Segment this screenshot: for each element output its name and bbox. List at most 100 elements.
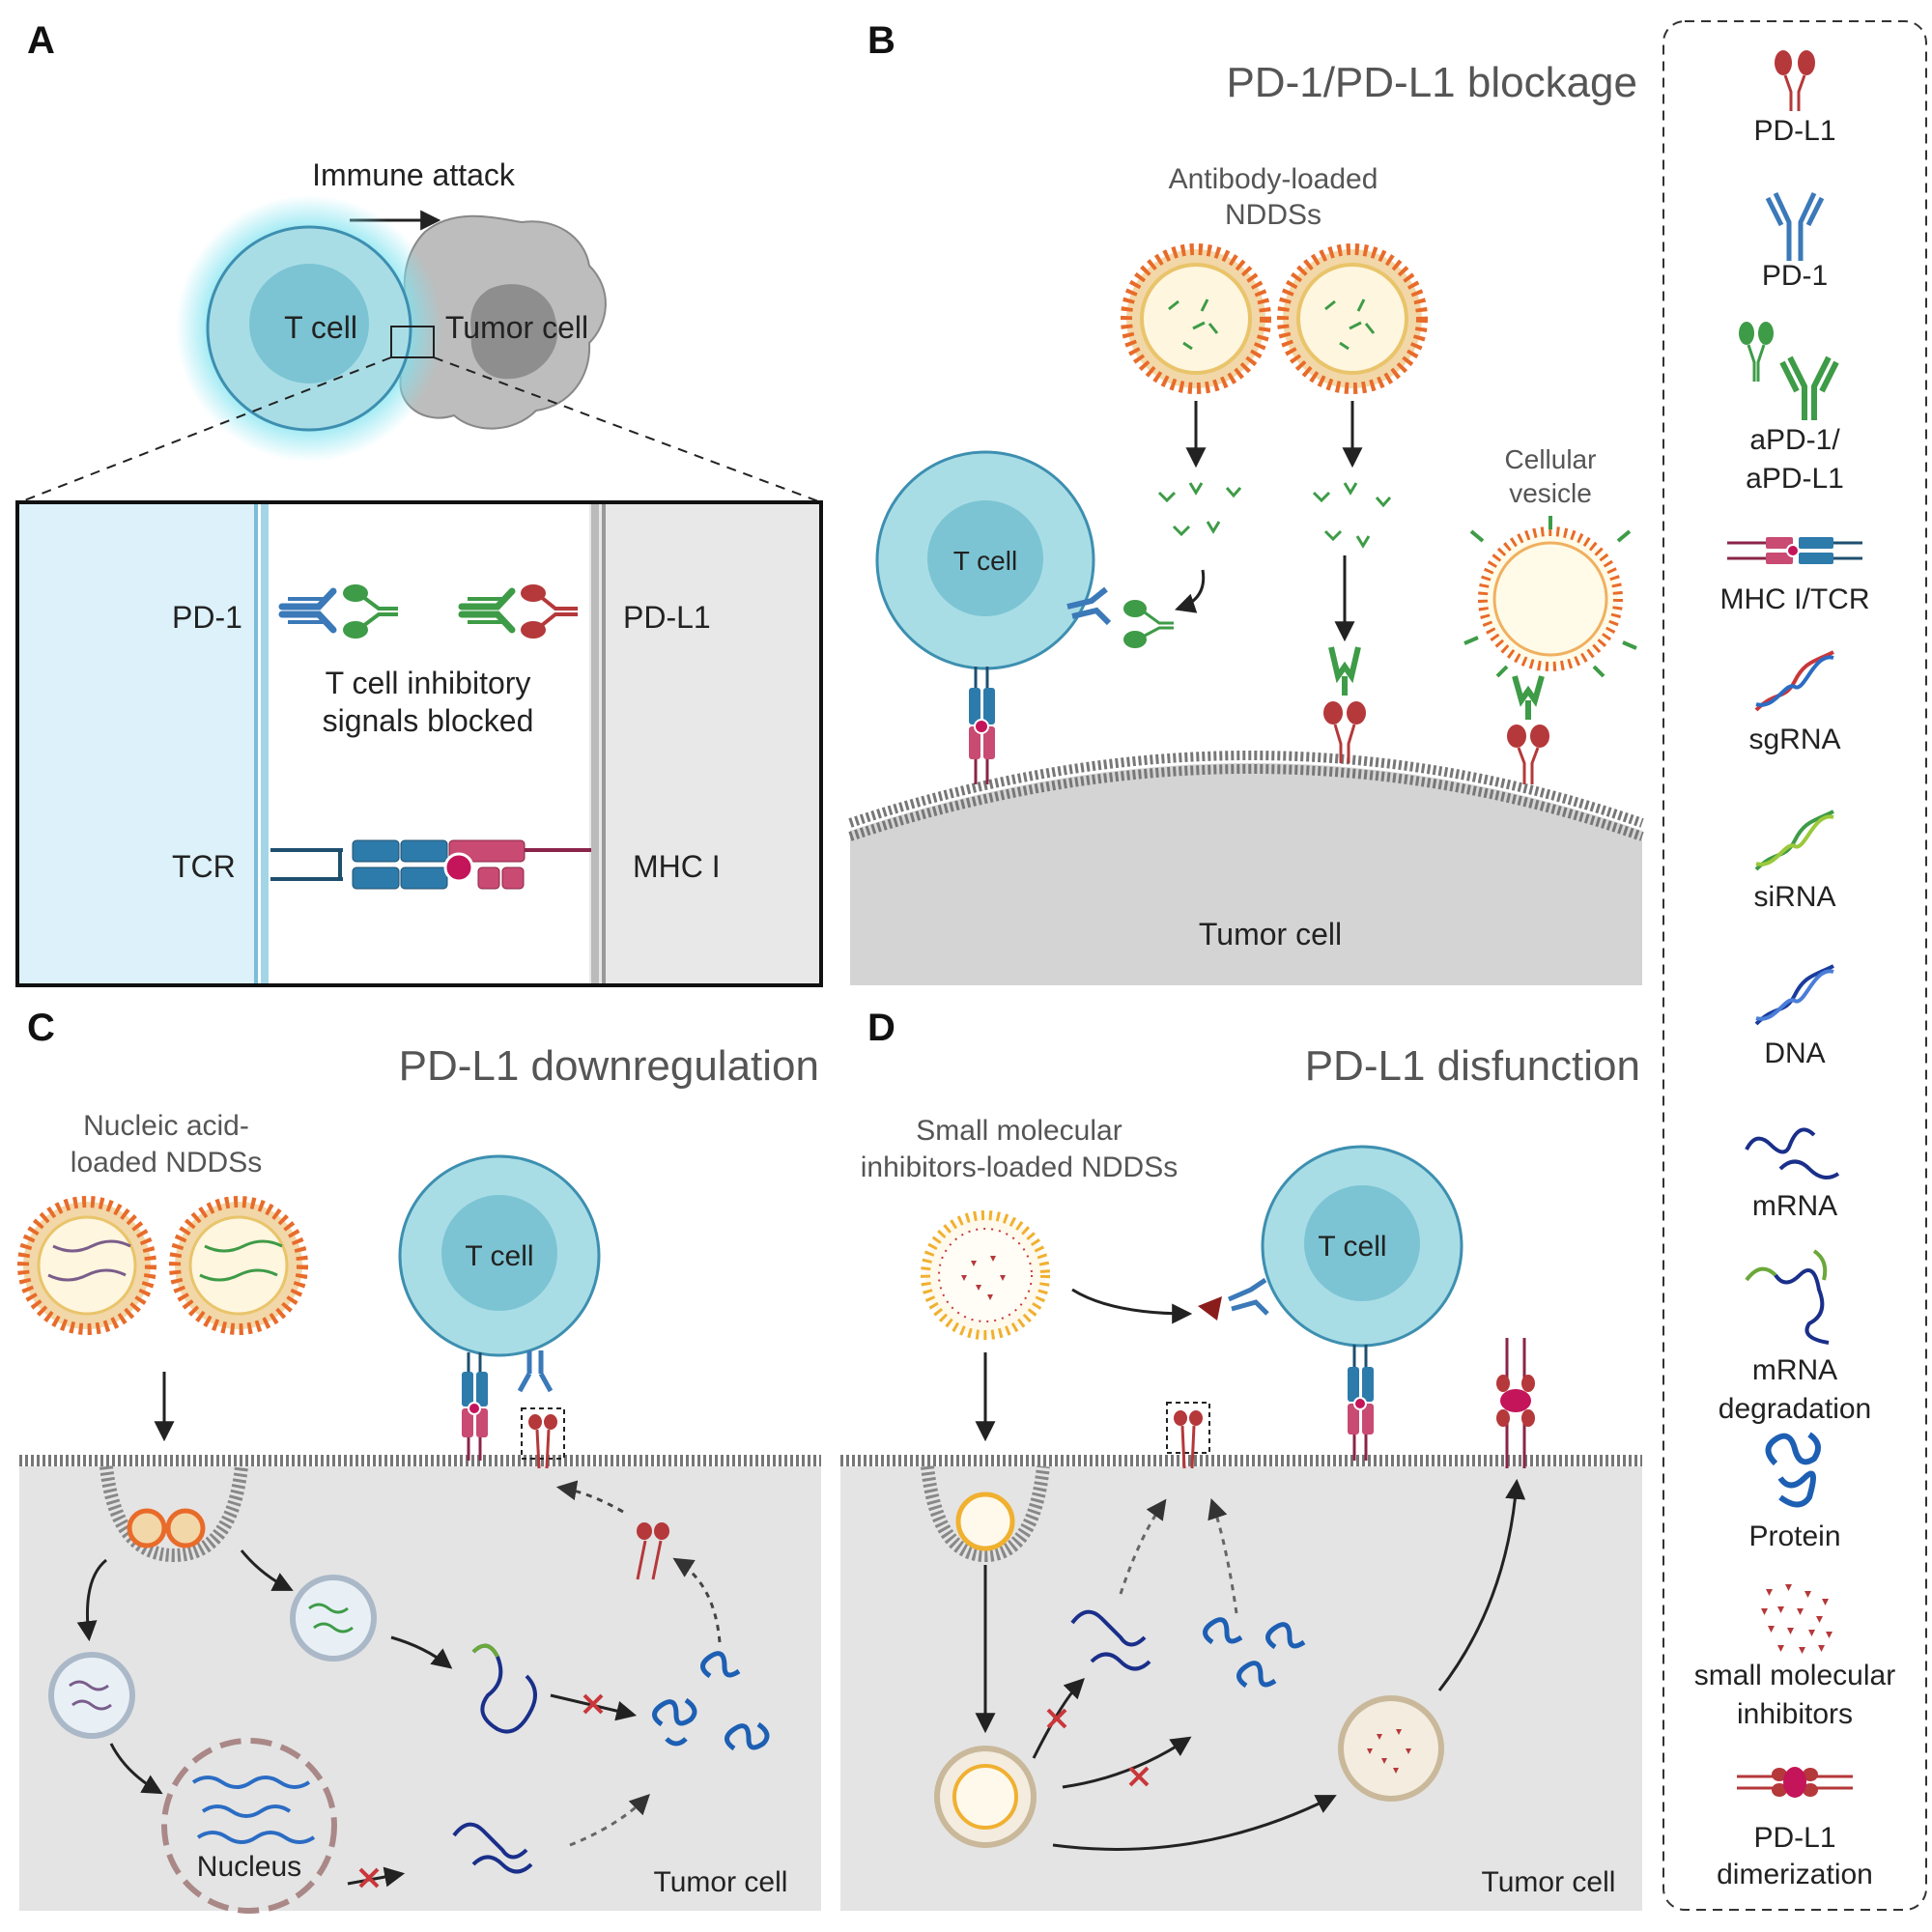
cross-d-1 <box>1046 1708 1067 1729</box>
panel-b-tumor-label: Tumor cell <box>1199 917 1342 952</box>
mrna-degradation-icon <box>1745 1249 1830 1345</box>
legend-label: MHC I/TCR <box>1720 583 1870 615</box>
legend-label: dimerization <box>1717 1859 1873 1890</box>
legend-item: siRNA <box>1753 810 1836 913</box>
tcell-d-nucleus <box>1304 1185 1420 1301</box>
empty-pdl1-box-d <box>1166 1402 1210 1454</box>
legend-label: DNA <box>1764 1037 1825 1069</box>
inset-tumor-side <box>589 502 821 985</box>
zoom-line-right <box>433 356 822 503</box>
panel-b-pdl1-apdl1 <box>1323 646 1366 763</box>
legend-frame <box>1662 20 1927 1911</box>
arrow-to-tcell-pd1 <box>1175 569 1206 613</box>
panel-b-title: PD-1/PD-L1 blockage <box>1226 59 1637 106</box>
dna-icon <box>1754 964 1834 1026</box>
mrna-icon <box>1745 1127 1840 1179</box>
tcell-c-nucleus <box>441 1195 557 1311</box>
endosome-sgrna <box>48 1652 135 1739</box>
endosome-sirna <box>290 1575 377 1662</box>
zoom-box <box>390 326 435 358</box>
blocked-line1: T cell inhibitory <box>326 666 531 700</box>
panel-b-np-label-1: Antibody-loaded <box>1169 163 1378 195</box>
legend-label: aPD-1/ <box>1749 424 1840 456</box>
sirna-icon <box>1754 810 1834 871</box>
panel-c-letter: C <box>27 1007 55 1049</box>
panel-d-np-label-1: Small molecular <box>916 1115 1122 1147</box>
panel-a-letter: A <box>27 19 55 62</box>
tcr-mhc-complex <box>270 839 591 890</box>
tumor-membrane <box>591 502 599 985</box>
nucleus-label: Nucleus <box>197 1851 301 1883</box>
cellular-vesicle <box>1463 516 1637 678</box>
arrow-to-pd1-d <box>1071 1288 1193 1324</box>
small-molecule-icon <box>1761 1584 1833 1654</box>
pdl1-dimer-surface <box>1496 1338 1535 1468</box>
nucleic-np-2 <box>169 1196 308 1335</box>
panel-b-tcr-mhc <box>969 667 995 784</box>
panel-c-tcr-mhc <box>462 1352 488 1461</box>
panel-d: D PD-L1 disfunction Small molecular inhi… <box>840 1007 1642 1911</box>
tumor-nucleus <box>470 284 558 380</box>
legend-item: DNA <box>1754 964 1834 1069</box>
legend-label: Protein <box>1748 1520 1840 1552</box>
protein-icon <box>1765 1432 1821 1508</box>
pd1-apd1-complex <box>278 584 398 639</box>
legend-item: Protein <box>1748 1432 1841 1552</box>
pdl1-icon <box>1775 50 1815 111</box>
mrna-c <box>452 1822 528 1860</box>
pd1-inset-label: PD-1 <box>172 600 242 635</box>
tcell-d-label: T cell <box>1318 1231 1386 1263</box>
legend-item: PD-1 <box>1762 191 1828 292</box>
inset-tcell-side <box>17 502 254 985</box>
panel-b-np-label-2: NDDSs <box>1225 199 1321 231</box>
cross-translation <box>582 1693 604 1715</box>
empty-pdl1-box-c <box>521 1407 565 1460</box>
legend-item: mRNA degradation <box>1719 1249 1871 1425</box>
panel-c-pd1 <box>517 1350 554 1393</box>
legend-item: sgRNA <box>1748 650 1841 755</box>
panel-b: B PD-1/PD-L1 blockage Antibody-loaded ND… <box>848 19 1644 985</box>
legend-item: PD-L1 <box>1753 50 1836 147</box>
panel-c-title: PD-L1 downregulation <box>399 1042 819 1090</box>
legend-label: PD-1 <box>1762 260 1828 292</box>
legend-label: inhibitors <box>1737 1698 1853 1730</box>
cross-transcription <box>358 1867 380 1889</box>
legend-label: PD-L1 <box>1753 115 1835 147</box>
endocytosis-pit-c <box>99 1465 248 1563</box>
pdl1-internal-c <box>636 1522 669 1580</box>
legend-item: aPD-1/aPD-L1 <box>1739 322 1844 495</box>
sgrna-icon <box>1754 650 1834 712</box>
panel-b-tumor-body <box>850 763 1642 985</box>
tcell-a-label: T cell <box>284 310 357 345</box>
zoom-inset: PD-1 PD-L1 T cell inhibitory signals blo… <box>15 500 823 987</box>
tumor-cell-a-label: Tumor cell <box>445 310 588 345</box>
panel-d-tcr-mhc <box>1348 1345 1374 1461</box>
legend-label: aPD-L1 <box>1746 463 1844 495</box>
blocked-line2: signals blocked <box>323 703 534 738</box>
antibody-icon <box>1739 322 1839 420</box>
panel-d-pd1 <box>1228 1277 1269 1316</box>
cross-d-2 <box>1128 1766 1150 1787</box>
legend-label: mRNA <box>1752 1354 1837 1386</box>
panel-a: A Immune attack T cell Tumor cell PD-1 P… <box>15 19 823 987</box>
legend-label: degradation <box>1719 1393 1871 1425</box>
small-molecule-np <box>921 1210 1050 1340</box>
panel-c-np-label-1: Nucleic acid- <box>83 1110 249 1142</box>
panel-d-np-label-2: inhibitors-loaded NDDSs <box>861 1151 1178 1183</box>
panel-d-pdl1-surface <box>1174 1410 1203 1469</box>
tcell-a-nucleus <box>249 264 369 384</box>
antibody-np-2 <box>1277 243 1428 394</box>
panel-c: C PD-L1 downregulation Nucleic acid- loa… <box>17 1007 821 1914</box>
panel-b-letter: B <box>867 19 895 62</box>
nucleus-c <box>161 1738 337 1914</box>
tcell-b-nucleus <box>927 500 1043 616</box>
mhc-tcr-icon <box>1727 537 1862 564</box>
endocytosis-pit-d <box>921 1465 1050 1563</box>
tcell-b-label: T cell <box>953 546 1017 576</box>
vesicle-label-2: vesicle <box>1509 478 1592 508</box>
proteins-c <box>652 1651 770 1751</box>
